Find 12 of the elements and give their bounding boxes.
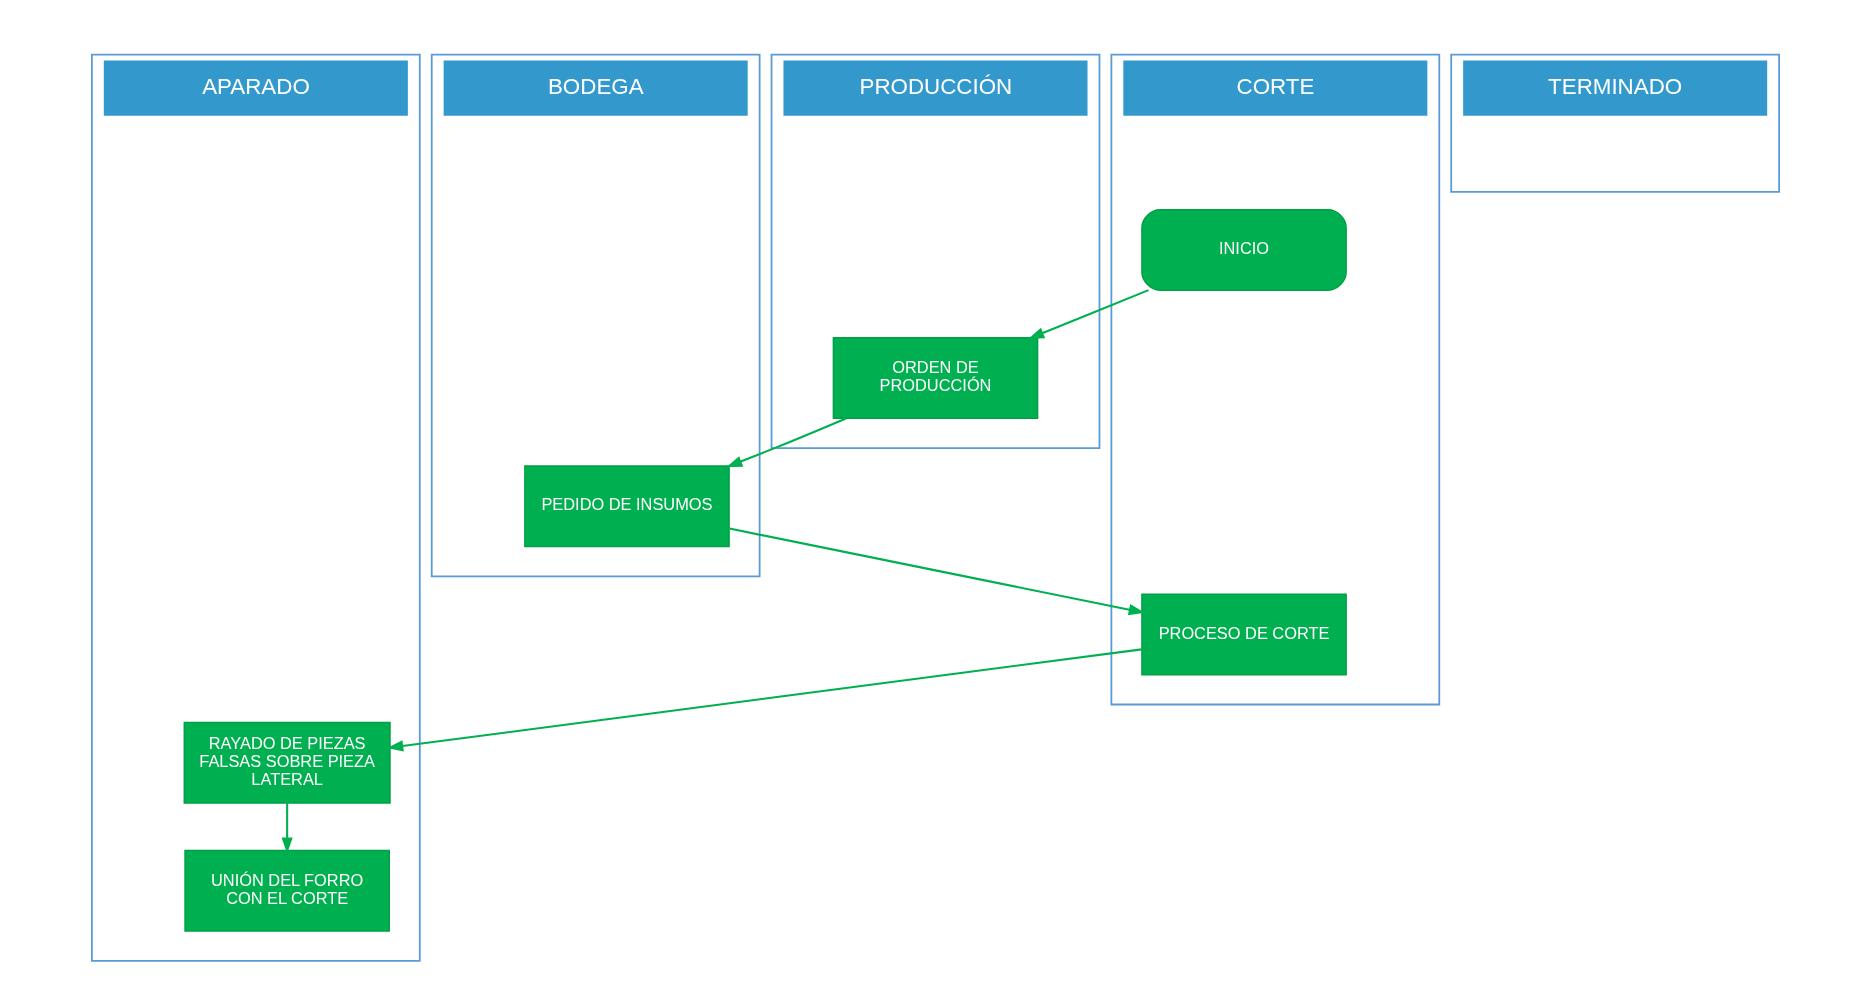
arrow bbox=[729, 527, 1145, 616]
node-box: ORDEN DE PRODUCCIÓN bbox=[832, 337, 1039, 420]
arrow bbox=[387, 648, 1142, 752]
arrow bbox=[281, 803, 293, 854]
arrow bbox=[1028, 289, 1149, 339]
node-box: PROCESO DE CORTE bbox=[1141, 593, 1347, 676]
arrow bbox=[726, 417, 847, 468]
node-box: TERMINADO bbox=[1450, 53, 1780, 193]
node-box: INICIO bbox=[1141, 208, 1347, 291]
node-box: UNIÓN DEL FORRO CON EL CORTE bbox=[184, 849, 390, 932]
node-box: PEDIDO DE INSUMOS bbox=[524, 465, 730, 548]
node-box: RAYADO DE PIEZAS FALSAS SOBRE PIEZA LATERAL bbox=[183, 721, 391, 804]
